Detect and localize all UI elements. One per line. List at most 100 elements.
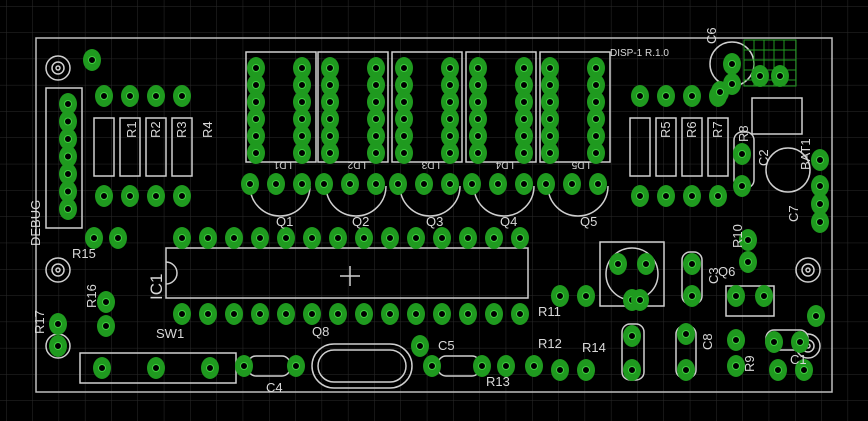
label-ld2: LD2 [347,159,366,170]
pad-drill [412,310,420,318]
pad-drill [152,192,160,200]
pad-drill [446,149,454,157]
pad-drill [326,98,334,106]
pad-drill [100,92,108,100]
pad-drill [520,81,528,89]
label-c1: C1 [790,352,807,367]
pad-drill [592,132,600,140]
pad-drill [64,117,72,126]
hatched-region [743,39,797,87]
label-q8: Q8 [312,324,329,339]
pad-drill [252,149,260,157]
pad-drill [252,98,260,106]
pad-drill [400,81,408,89]
pad-drill [438,310,446,318]
label-q5: Q5 [580,214,597,229]
pad-drill [682,366,690,374]
pad-drill [494,180,502,188]
pad-drill [446,64,454,72]
pad-drill [662,192,670,200]
pad-drill [372,132,380,140]
pad-drill [464,234,472,242]
pad-drill [420,180,428,188]
label-debug: DEBUG [28,200,43,246]
pad-drill [372,64,380,72]
pad-drill [416,342,424,350]
label-r15: R15 [72,246,96,261]
pad-drill [800,366,808,374]
pad-drill [64,152,72,161]
pad-drill [298,98,306,106]
label-ld1: LD1 [273,159,292,170]
label-r16: R16 [84,284,99,308]
pad-drill [360,234,368,242]
pad-drill [102,322,110,330]
pad-drill [688,192,696,200]
pad-drill [98,364,106,372]
pad-drill [520,149,528,157]
pad-drill [774,366,782,374]
pad-drill [688,292,696,300]
pad-drill [400,98,408,106]
pad-drill [102,298,110,306]
pad-drill [568,180,576,188]
pad-drill [372,149,380,157]
pad-drill [64,187,72,196]
label-r14: R14 [582,340,606,355]
pad-drill [64,170,72,178]
pad-drill [400,149,408,157]
pad-drill [502,362,510,370]
pad-drill [308,234,316,242]
pad-drill [152,364,160,372]
label-bat1: BAT1 [798,138,813,170]
pad-drill [178,192,186,200]
pad-drill [688,92,696,100]
pad-drill [716,88,724,96]
pad-drill [474,115,482,123]
pad-drill [64,135,72,143]
pad-drill [556,292,564,300]
pad-drill [662,92,670,100]
pad-drill [770,338,778,346]
pad-drill [372,115,380,123]
label-c7: C7 [786,205,801,222]
label-c2: C2 [756,149,771,166]
pad-drill [446,115,454,123]
pad-drill [592,149,600,157]
pad-drill [546,81,554,89]
pad-drill [298,64,306,72]
pad-drill [714,192,722,200]
pad-drill [152,92,160,100]
pad-drill [728,60,736,68]
label-c4: C4 [266,380,283,395]
pad-drill [230,234,238,242]
pad-drill [520,132,528,140]
pad-drill [240,362,248,370]
pad-drill [592,98,600,106]
label-r17: R17 [32,310,47,334]
pad-drill [326,115,334,123]
pad-drill [546,149,554,157]
pad-drill [360,310,368,318]
pad-drill [252,115,260,123]
pad-drill [178,92,186,100]
pad-drill [744,258,752,266]
pad-drill [298,132,306,140]
pad-drill [468,180,476,188]
label-q1: Q1 [276,214,293,229]
pad-drill [816,218,824,226]
pad-drill [516,234,524,242]
pad-drill [760,292,768,300]
pad-drill [732,292,740,300]
pad-drill [546,64,554,72]
label-r1: R1 [124,121,139,138]
pad-drill [394,180,402,188]
pad-drill [796,338,804,346]
pad-drill [520,98,528,106]
pad-drill [556,366,564,374]
pad-drill [464,310,472,318]
pad-drill [256,234,264,242]
label-r13: R13 [486,374,510,389]
pad-layer [49,49,829,381]
pad-drill [688,260,696,268]
